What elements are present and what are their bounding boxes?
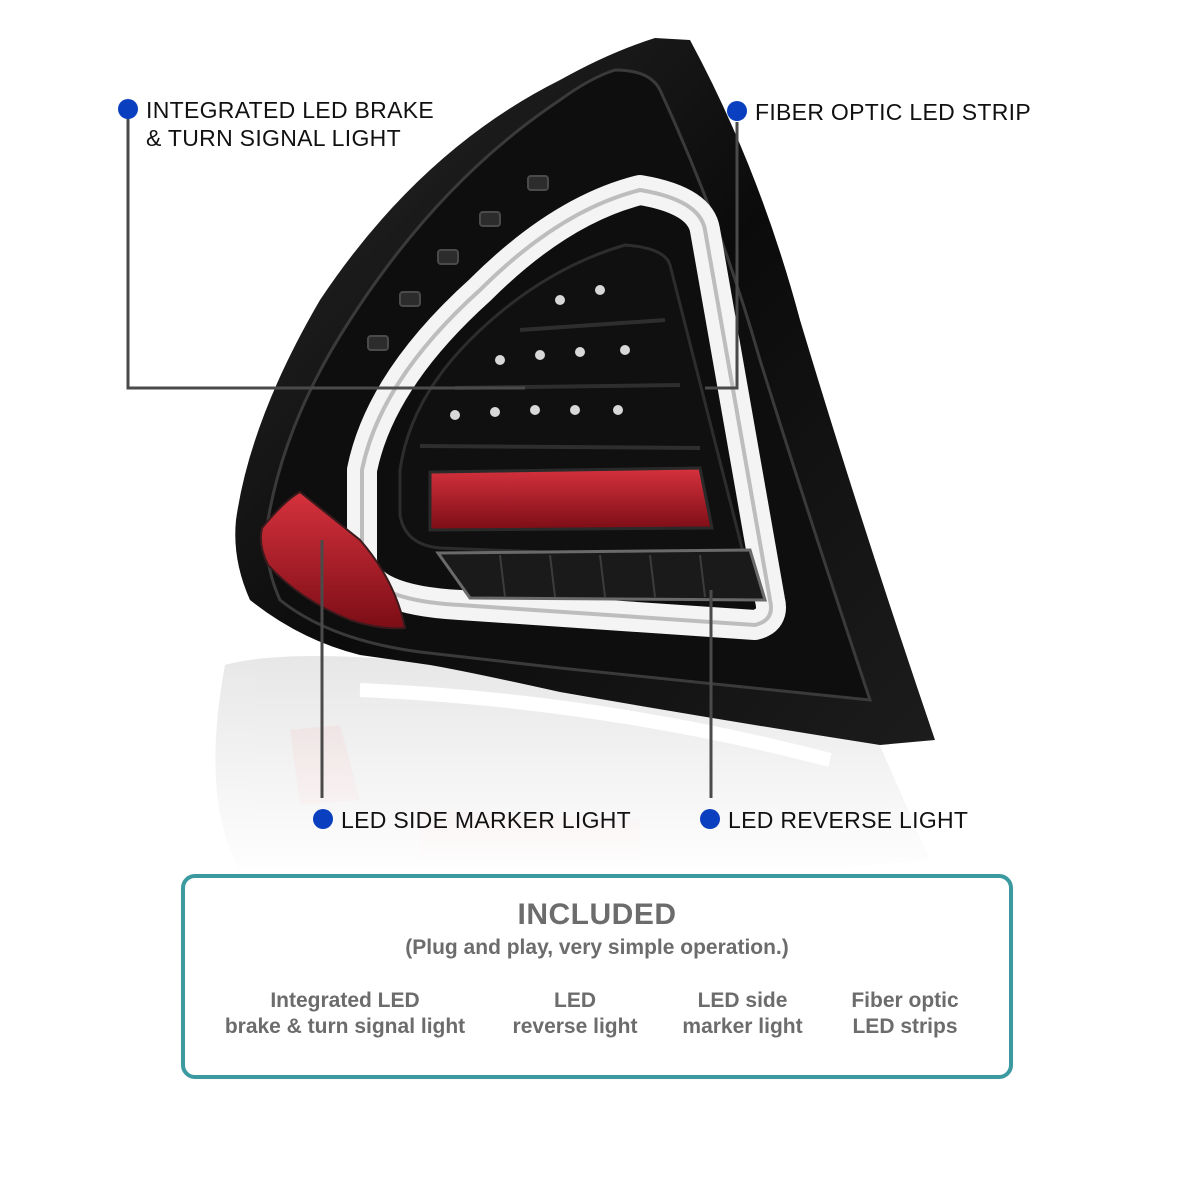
callout-fiber-optic-label: FIBER OPTIC LED STRIP	[755, 99, 1031, 125]
included-box: INCLUDED (Plug and play, very simple ope…	[181, 874, 1013, 1079]
callout-reverse-label: LED REVERSE LIGHT	[728, 807, 969, 833]
callout-dot-icon	[118, 99, 138, 119]
callout-fiber-optic: FIBER OPTIC LED STRIP	[727, 98, 1031, 126]
red-reflector-bar	[428, 466, 714, 532]
included-item-reverse: LED reverse light	[512, 989, 638, 1038]
included-item-side-marker: LED side marker light	[682, 989, 803, 1038]
callout-dot-icon	[313, 809, 333, 829]
included-items: Integrated LED brake & turn signal light…	[185, 988, 1009, 1048]
callout-dot-icon	[700, 809, 720, 829]
callout-side-marker: LED SIDE MARKER LIGHT	[313, 806, 631, 834]
callout-leader-lines	[126, 118, 739, 798]
callout-reverse: LED REVERSE LIGHT	[700, 806, 968, 834]
callout-brake-turn-label: INTEGRATED LED BRAKE & TURN SIGNAL LIGHT	[146, 97, 435, 151]
included-title: INCLUDED	[517, 898, 677, 931]
included-item-brake-turn: Integrated LED brake & turn signal light	[224, 989, 466, 1038]
callout-side-marker-label: LED SIDE MARKER LIGHT	[341, 807, 632, 833]
side-marker-lens	[259, 490, 407, 630]
reverse-light-segments	[499, 554, 706, 598]
brake-turn-leds	[450, 285, 630, 420]
included-item-fiber-optic: Fiber optic LED strips	[851, 989, 959, 1038]
included-subtitle: (Plug and play, very simple operation.)	[405, 936, 789, 959]
callout-brake-turn: INTEGRATED LED BRAKE & TURN SIGNAL LIGHT	[118, 96, 434, 152]
callout-dot-icon	[727, 101, 747, 121]
lamp-housing-clips	[367, 175, 549, 351]
